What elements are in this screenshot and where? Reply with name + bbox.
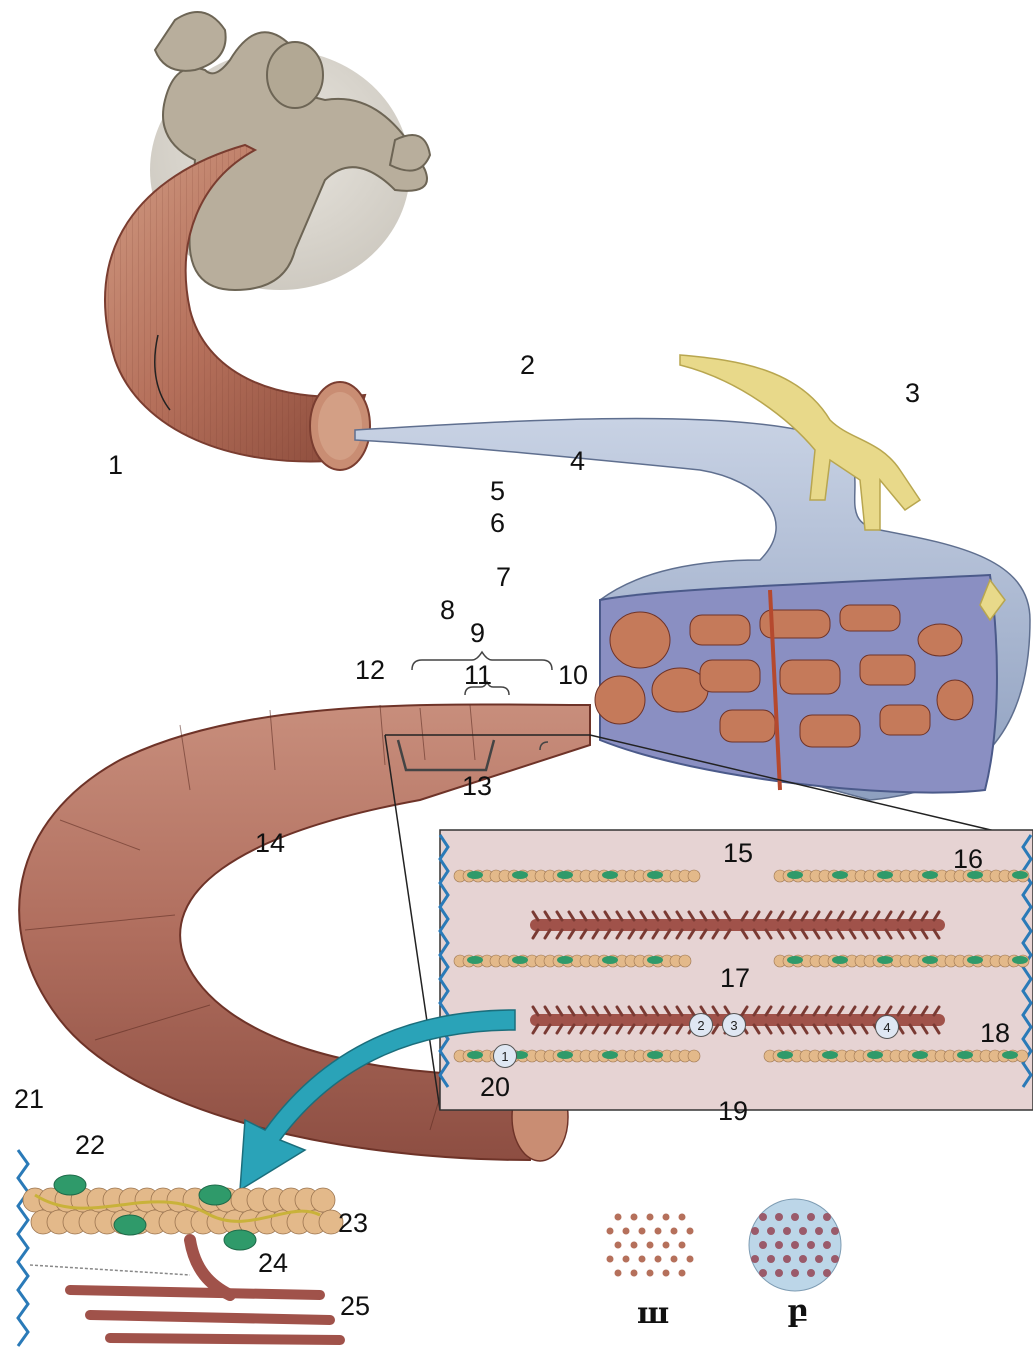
label-15: 15 bbox=[723, 840, 753, 867]
thin-filament-detail bbox=[18, 1150, 343, 1346]
label-19: 19 bbox=[718, 1098, 748, 1125]
label-20: 20 bbox=[480, 1074, 510, 1101]
label-21: 21 bbox=[14, 1086, 44, 1113]
cross-section-left bbox=[607, 1214, 694, 1277]
label-1: 1 bbox=[108, 452, 123, 479]
label-16: 16 bbox=[953, 846, 983, 873]
label-9: 9 bbox=[470, 620, 485, 647]
label-6: 6 bbox=[490, 510, 505, 537]
label-3: 3 bbox=[905, 380, 920, 407]
badge-1: 1 bbox=[493, 1044, 517, 1068]
label-10: 10 bbox=[558, 662, 588, 689]
label-5: 5 bbox=[490, 478, 505, 505]
badge-3: 3 bbox=[722, 1013, 746, 1037]
badge-2: 2 bbox=[689, 1013, 713, 1037]
label-11: 11 bbox=[464, 662, 492, 689]
bodybuilder-figure bbox=[150, 12, 430, 290]
label-8: 8 bbox=[440, 597, 455, 624]
label-22: 22 bbox=[75, 1132, 105, 1159]
cross-section-right bbox=[749, 1199, 841, 1291]
label-24: 24 bbox=[258, 1250, 288, 1277]
cross-section-label-right: բ bbox=[787, 1294, 808, 1329]
label-13: 13 bbox=[462, 773, 492, 800]
badge-4: 4 bbox=[875, 1015, 899, 1039]
label-4: 4 bbox=[570, 448, 585, 475]
label-7: 7 bbox=[496, 564, 511, 591]
label-14: 14 bbox=[255, 830, 285, 857]
label-23: 23 bbox=[338, 1210, 368, 1237]
cross-section-label-left: ш bbox=[637, 1296, 669, 1331]
label-18: 18 bbox=[980, 1020, 1010, 1047]
label-2: 2 bbox=[520, 352, 535, 379]
label-25: 25 bbox=[340, 1293, 370, 1320]
label-12: 12 bbox=[355, 657, 385, 684]
label-17: 17 bbox=[720, 965, 750, 992]
